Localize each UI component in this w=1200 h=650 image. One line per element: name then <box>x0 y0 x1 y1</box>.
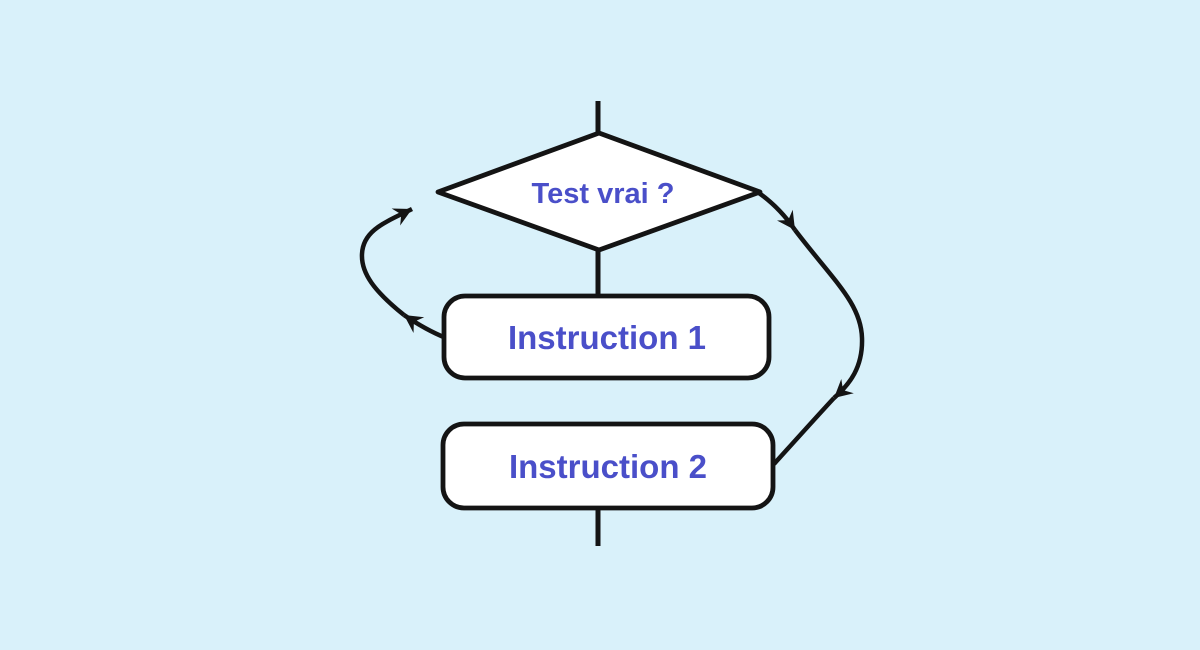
instruction2-label: Instruction 2 <box>509 448 707 485</box>
decision-diamond <box>435 130 763 253</box>
loop-back-connector-end <box>359 206 414 317</box>
false-branch-connector-start <box>757 191 797 232</box>
instruction2-box <box>440 421 776 511</box>
instruction1-box <box>441 293 772 381</box>
decision-label: Test vrai ? <box>532 178 675 210</box>
false-branch-connector-mid <box>793 228 865 400</box>
instruction1-label: Instruction 1 <box>508 319 706 356</box>
false-branch-connector-end <box>772 396 836 466</box>
